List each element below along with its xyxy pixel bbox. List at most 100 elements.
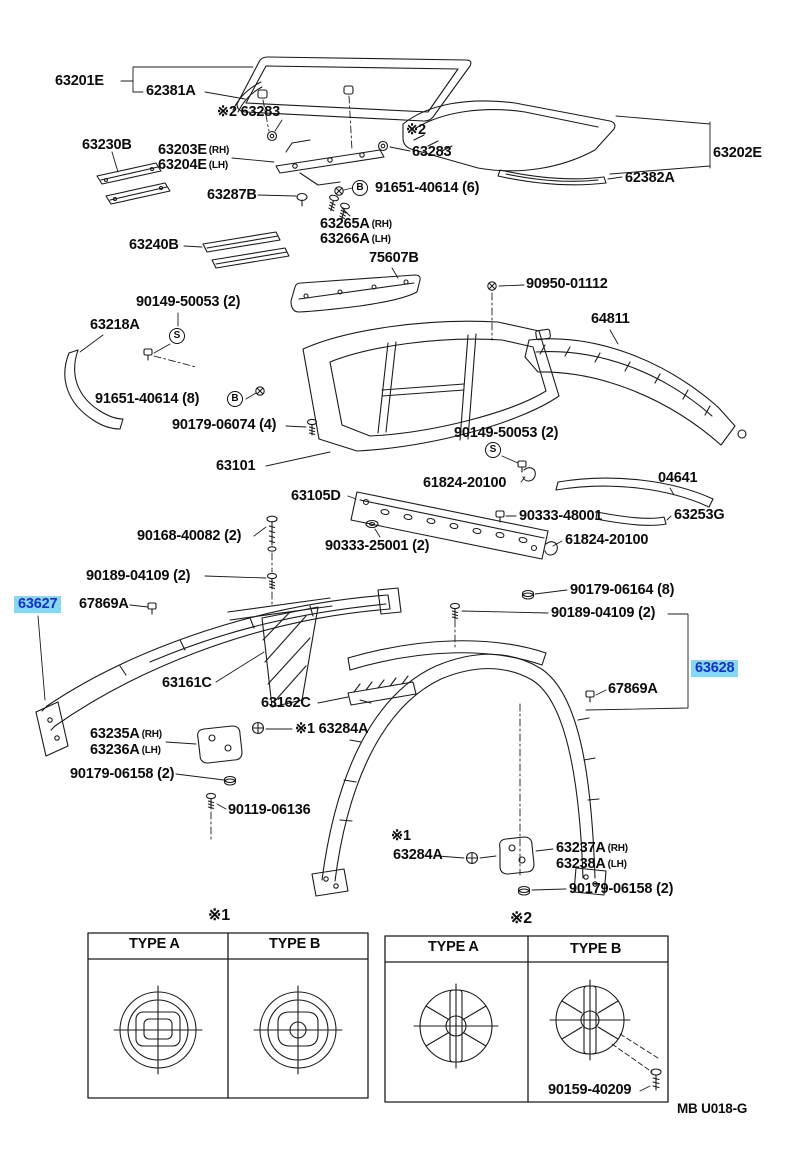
rear-weatherstrips-art xyxy=(556,478,713,525)
part-label-90179-06158-a[interactable]: 90179-06158 (2) xyxy=(70,766,175,782)
part-label-91651-40614-6[interactable]: 91651-40614 (6) xyxy=(375,180,480,196)
part-label-90168-40082[interactable]: 90168-40082 (2) xyxy=(137,528,242,544)
part-label-90333-48001[interactable]: 90333-48001 xyxy=(519,508,603,524)
rear-roof-panel-art xyxy=(403,101,710,185)
table2-header-type-b: TYPE B xyxy=(570,941,622,957)
table2-type-a-drawing xyxy=(414,984,498,1068)
lower-brace-art xyxy=(254,492,562,572)
part-label-63287b[interactable]: 63287B xyxy=(207,187,257,203)
part-label-90149-50053-b[interactable]: 90149-50053 (2) xyxy=(454,425,559,441)
header-bar-art xyxy=(291,268,420,312)
table1-ref-mark: ※1 xyxy=(208,907,230,924)
part-label-67869a-b[interactable]: 67869A xyxy=(608,681,658,697)
part-label-63204e[interactable]: 63204E(LH) xyxy=(158,157,228,173)
part-label-63238a[interactable]: 63238A(LH) xyxy=(556,856,627,872)
left-bow-art xyxy=(36,588,401,756)
part-label-90179-06158-b[interactable]: 90179-06158 (2) xyxy=(569,881,674,897)
part-label-62381a[interactable]: 62381A xyxy=(146,83,196,99)
part-label-90149-50053-a[interactable]: 90149-50053 (2) xyxy=(136,294,241,310)
part-label-63101[interactable]: 63101 xyxy=(216,458,256,474)
table1-header-type-b: TYPE B xyxy=(269,936,321,952)
part-number: 63266A xyxy=(320,231,370,247)
table2-ref-mark: ※2 xyxy=(510,910,532,927)
part-label-63284a-b[interactable]: 63284A xyxy=(393,847,443,863)
ref-mark-2-top: ※2 xyxy=(406,122,426,138)
table2-header-type-a: TYPE A xyxy=(428,939,479,955)
part-label-63202e[interactable]: 63202E xyxy=(713,145,762,161)
bolt-90159-art xyxy=(651,1069,661,1090)
circled-b-symbol: B xyxy=(352,180,368,196)
part-label-90179-06164[interactable]: 90179-06164 (8) xyxy=(570,582,675,598)
page-code: MB U018-G xyxy=(677,1101,748,1116)
webbing-art xyxy=(216,607,416,707)
part-label-63235a[interactable]: 63235A(RH) xyxy=(90,726,162,742)
part-label-90189-04109-a[interactable]: 90189-04109 (2) xyxy=(86,568,191,584)
lh-suffix: (LH) xyxy=(141,745,161,756)
part-label-63240b[interactable]: 63240B xyxy=(129,237,179,253)
part-label-63105d[interactable]: 63105D xyxy=(291,488,341,504)
part-label-90189-04109-b[interactable]: 90189-04109 (2) xyxy=(551,605,656,621)
part-number: 63238A xyxy=(556,856,606,872)
roof-frame-art xyxy=(266,321,559,466)
part-label-63236a[interactable]: 63236A(LH) xyxy=(90,742,161,758)
table1-art xyxy=(88,933,368,1098)
part-label-63230b[interactable]: 63230B xyxy=(82,137,132,153)
part-number: 63235A xyxy=(90,726,140,742)
part-label-90159-40209[interactable]: 90159-40209 xyxy=(548,1082,632,1098)
screw-art xyxy=(487,281,497,291)
part-number: 63204E xyxy=(158,157,207,173)
rear-window-frame-art xyxy=(525,329,746,445)
part-number: 63265A xyxy=(320,216,370,232)
lh-suffix: (LH) xyxy=(371,234,391,245)
right-bow-hardware-art xyxy=(438,837,566,896)
part-label-90950-01112[interactable]: 90950-01112 xyxy=(526,276,608,292)
part-label-63283-b[interactable]: 63283 xyxy=(412,144,452,160)
part-label-61824-20100-a[interactable]: 61824-20100 xyxy=(423,475,507,491)
circled-s-symbol: S xyxy=(169,328,185,344)
right-bow-art xyxy=(312,614,688,896)
part-number: 63236A xyxy=(90,742,140,758)
part-label-63627-highlighted[interactable]: 63627 xyxy=(14,596,62,614)
circled-b-symbol: B xyxy=(227,391,243,407)
rh-suffix: (RH) xyxy=(371,219,393,230)
part-label-67869a-a[interactable]: 67869A xyxy=(79,596,129,612)
ref-label-63283-top[interactable]: ※2 63283 xyxy=(217,104,280,120)
part-label-90333-25001[interactable]: 90333-25001 (2) xyxy=(325,538,430,554)
part-label-63237a[interactable]: 63237A(RH) xyxy=(556,840,629,856)
part-number: 63237A xyxy=(556,840,606,856)
part-label-75607b[interactable]: 75607B xyxy=(369,250,419,266)
part-label-64811[interactable]: 64811 xyxy=(591,311,630,327)
part-label-90119-06136[interactable]: 90119-06136 xyxy=(228,802,311,818)
front-roof-panel-art xyxy=(121,57,471,151)
table2-art xyxy=(385,936,668,1102)
lh-suffix: (LH) xyxy=(607,859,627,870)
roof-lock-mechanism-art xyxy=(232,140,384,221)
part-label-63201e[interactable]: 63201E xyxy=(55,73,104,89)
part-label-61824-20100-b[interactable]: 61824-20100 xyxy=(565,532,649,548)
part-label-63265a[interactable]: 63265A(RH) xyxy=(320,216,393,232)
rh-suffix: (RH) xyxy=(607,843,629,854)
table1-header-type-a: TYPE A xyxy=(129,936,180,952)
part-label-91651-40614-8[interactable]: 91651-40614 (8) xyxy=(95,391,200,407)
side-retainer-rails-art xyxy=(97,152,289,268)
part-label-90179-06074[interactable]: 90179-06074 (4) xyxy=(172,417,277,433)
ref-mark-1-b: ※1 xyxy=(391,828,411,844)
left-weatherstrip-art xyxy=(65,335,123,429)
part-label-63161c[interactable]: 63161C xyxy=(162,675,212,691)
table1-type-b-drawing xyxy=(254,986,342,1074)
ref-label-63284a-a[interactable]: ※1 63284A xyxy=(295,721,369,737)
table2-type-b-drawing xyxy=(550,980,661,1091)
part-label-63628-highlighted[interactable]: 63628 xyxy=(691,660,739,678)
part-label-63266a[interactable]: 63266A(LH) xyxy=(320,231,391,247)
part-label-04641[interactable]: 04641 xyxy=(658,470,698,486)
part-label-63203e[interactable]: 63203E(RH) xyxy=(158,142,229,158)
left-bow-hardware-art xyxy=(166,721,292,843)
table1-type-a-drawing xyxy=(114,986,202,1074)
bow-bolts-art xyxy=(205,572,567,650)
part-label-63253g[interactable]: 63253G xyxy=(674,507,725,523)
part-label-63162c[interactable]: 63162C xyxy=(261,695,311,711)
part-label-63218a[interactable]: 63218A xyxy=(90,317,140,333)
part-label-62382a[interactable]: 62382A xyxy=(625,170,675,186)
